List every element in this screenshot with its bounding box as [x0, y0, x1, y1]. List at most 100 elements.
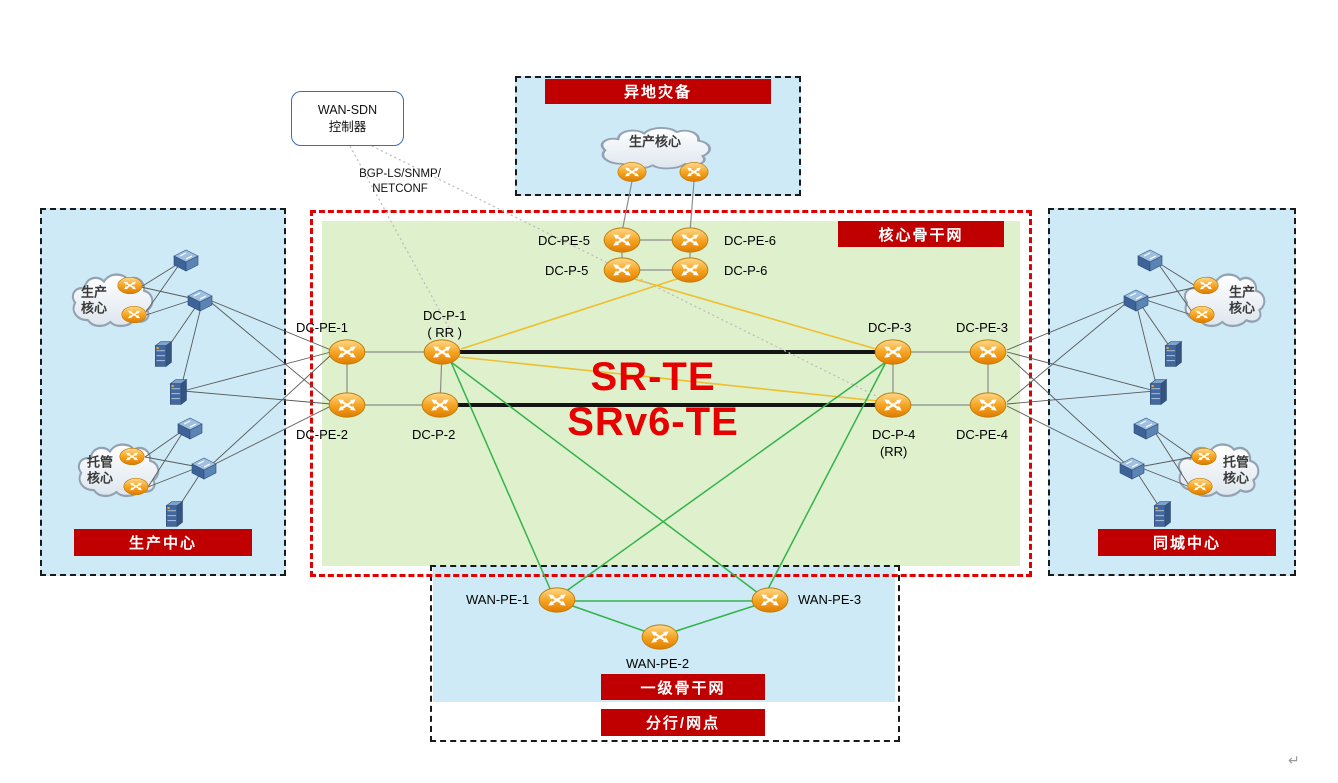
edge-thin: [144, 456, 200, 468]
dr-router-2-icon: [679, 161, 709, 183]
dc-pe-4-icon: [969, 391, 1007, 419]
srv6-te-label: SRv6-TE: [567, 400, 739, 444]
edge-green: [450, 361, 759, 594]
dc-pe-2-label: DC-PE-2: [296, 427, 349, 442]
edge-thin: [1140, 304, 1173, 351]
edge-thin: [1142, 298, 1196, 317]
left-rack-3-icon: [164, 500, 184, 528]
edge-thin: [1138, 466, 1191, 488]
dc-p-4-label: DC-P-4 (RR): [872, 427, 916, 459]
edge-thin: [144, 428, 186, 458]
metro-center-banner: 同城中心: [1098, 529, 1276, 556]
edge-thin: [1006, 298, 1132, 403]
edge-thin: [147, 428, 186, 488]
left-cloud-router-3-icon: [119, 447, 145, 466]
edge-green: [766, 361, 887, 592]
left-switch-3-icon: [175, 415, 205, 442]
dc-p-6-icon: [671, 256, 709, 284]
right-cloud-router-1-icon: [1193, 276, 1219, 295]
right-cloud-router-4-icon: [1187, 477, 1213, 496]
edge-thin: [182, 351, 332, 392]
dc-p-6-label: DC-P-6: [724, 263, 768, 278]
dc-p-1-icon: [423, 338, 461, 366]
left-cloud-router-1-icon: [117, 276, 143, 295]
dc-p-5-label: DC-P-5: [545, 263, 589, 278]
edge-thin: [1006, 405, 1130, 468]
production-center-banner: 生产中心: [74, 529, 252, 556]
dc-pe-6-icon: [671, 226, 709, 254]
dc-pe-6-label: DC-PE-6: [724, 233, 777, 248]
edge-green: [564, 361, 887, 593]
left-switch-4-icon: [189, 455, 219, 482]
dc-pe-1-icon: [328, 338, 366, 366]
dc-pe-3-label: DC-PE-3: [956, 320, 1009, 335]
edge-yellow: [623, 275, 877, 350]
branch-banner: 分行/网点: [601, 709, 765, 736]
right-cloud-prod-label: 生产 核心: [1228, 284, 1256, 315]
wan-sdn-controller-box: WAN-SDN 控制器: [291, 91, 404, 146]
right-rack-2-icon: [1148, 378, 1168, 406]
wan-pe-3-label: WAN-PE-3: [798, 592, 862, 607]
left-switch-1-icon: [171, 247, 201, 274]
right-switch-3-icon: [1131, 415, 1161, 442]
dc-pe-3-icon: [969, 338, 1007, 366]
right-cloud-router-3-icon: [1191, 447, 1217, 466]
dc-pe-5-label: DC-PE-5: [538, 233, 591, 248]
remote-dr-banner: 异地灾备: [545, 79, 771, 104]
edge-thin: [1152, 428, 1194, 458]
edge-yellow: [460, 275, 687, 350]
edge-thin: [180, 306, 202, 389]
dc-p-3-label: DC-P-3: [868, 320, 912, 335]
wan-pe-3-icon: [751, 586, 789, 614]
edge-thin: [206, 298, 332, 351]
edge-green: [450, 361, 552, 592]
edge-thin: [140, 261, 182, 288]
right-cloud-router-2-icon: [1189, 305, 1215, 324]
right-switch-4-icon: [1117, 455, 1147, 482]
dc-p-2-icon: [421, 391, 459, 419]
edge-thin: [1156, 261, 1198, 288]
left-cloud-prod-label: 生产 核心: [80, 284, 108, 315]
left-cloud-router-4-icon: [123, 477, 149, 496]
wan-pe-1-label: WAN-PE-1: [466, 592, 530, 607]
edge-thin: [142, 298, 196, 317]
left-switch-2-icon: [185, 287, 215, 314]
edge-dotted: [349, 145, 456, 340]
edge-thin: [208, 354, 332, 468]
core-backbone-banner: 核心骨干网: [838, 221, 1004, 247]
dc-p-4-icon: [874, 391, 912, 419]
dc-pe-1-label: DC-PE-1: [296, 320, 349, 335]
edge-thin: [1142, 286, 1198, 300]
right-cloud-host-label: 托管 核心: [1222, 454, 1250, 485]
edge-thin: [140, 286, 196, 300]
edge-thin: [1006, 390, 1156, 405]
edge-thin: [182, 390, 332, 405]
dc-pe-4-label: DC-PE-4: [956, 427, 1009, 442]
wan-pe-1-icon: [538, 586, 576, 614]
edge-thin: [1006, 354, 1130, 468]
edge-thin: [1152, 428, 1191, 488]
right-rack-1-icon: [1163, 340, 1183, 368]
left-cloud-router-2-icon: [121, 305, 147, 324]
edge-thin: [142, 261, 182, 317]
edge-green: [566, 603, 648, 633]
sr-te-label: SR-TE: [590, 355, 716, 399]
edge-thin: [1156, 261, 1196, 317]
controller-protocols-label: BGP-LS/SNMP/ NETCONF: [359, 168, 441, 195]
edge-gray: [689, 180, 695, 233]
right-rack-3-icon: [1152, 500, 1172, 528]
metro-center-zone: [1048, 208, 1296, 576]
edge-green: [672, 603, 761, 633]
production-center-zone: [40, 208, 286, 576]
cursor-artifact: ↵: [1288, 752, 1300, 768]
dc-p-1-label: DC-P-1 ( RR ): [423, 308, 467, 340]
edge-gray: [621, 180, 633, 233]
edge-thin: [206, 298, 332, 403]
left-rack-2-icon: [168, 378, 188, 406]
right-switch-1-icon: [1135, 247, 1165, 274]
branch-zone: [430, 565, 900, 742]
wan-pe-2-label: WAN-PE-2: [626, 656, 690, 671]
dc-pe-5-icon: [603, 226, 641, 254]
